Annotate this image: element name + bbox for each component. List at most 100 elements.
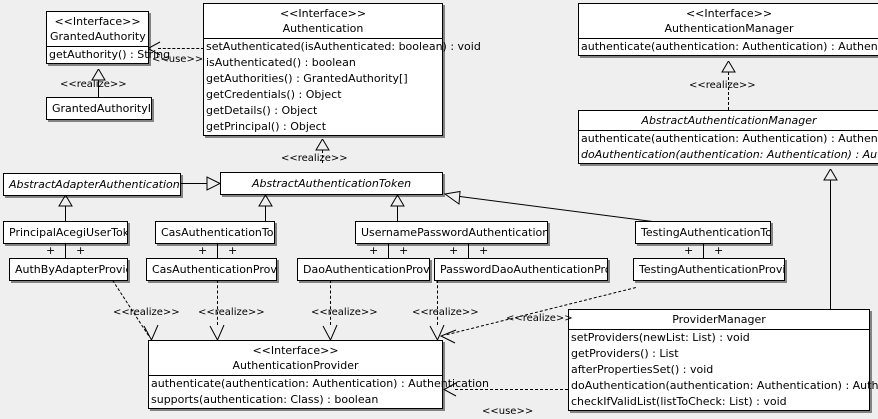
class-granted-authority-impl-name: GrantedAuthorityImpl [52,102,151,115]
operation: doAuthentication(authentication: Authent… [571,379,878,392]
class-authentication-manager-stereotype: <<Interface>> [685,7,773,20]
class-granted-authority-stereotype: <<Interface>> [54,15,141,28]
class-principal-acegi-user-token[interactable]: PrincipalAcegiUserToken [3,221,128,244]
class-username-password-authentication-token-name: UsernamePasswordAuthenticationToken [361,226,547,239]
class-abstract-authentication-manager-name: AbstractAuthenticationManager [641,114,817,127]
assoc-plus-left-1: + [46,244,56,257]
assoc-usernametoken-daoprovider [388,241,389,258]
edge-label-realize-daoprovider: <<realize>> [311,307,378,318]
class-abstract-authentication-token[interactable]: AbstractAuthenticationToken [220,172,443,195]
edge-casprovider-realize-line [217,280,218,325]
edge-label-realize-casprovider: <<realize>> [198,307,265,318]
class-authentication-provider-stereotype: <<Interface>> [252,344,339,357]
class-granted-authority-impl-header: GrantedAuthorityImpl [47,98,151,119]
class-abstract-authentication-manager-separator [579,130,878,131]
operation: afterPropertiesSet() : void [571,363,714,376]
class-testing-authentication-token-header: TestingAuthenticationToken [636,222,770,243]
class-abstract-authentication-manager[interactable]: AbstractAuthenticationManager authentica… [578,110,878,164]
operation: getAuthorities() : GrantedAuthority[] [206,72,408,85]
class-abstract-authentication-manager-operations: authenticate(authentication: Authenticat… [579,131,878,163]
class-dao-authentication-provider[interactable]: DaoAuthenticationProvider [297,258,430,281]
operation: getProviders() : List [571,347,679,360]
class-authentication-stereotype: <<Interface>> [279,7,367,20]
class-principal-acegi-user-token-header: PrincipalAcegiUserToken [4,222,127,243]
assoc-plus-right-5: + [714,244,724,257]
operation: supports(authentication: Class) : boolea… [151,393,379,406]
class-granted-authority-impl[interactable]: GrantedAuthorityImpl [46,97,152,120]
class-authentication-manager-separator [579,38,878,39]
generalize-triangle-principaltoken [58,195,73,207]
edge-label-realize-authentication: <<realize>> [281,153,348,164]
class-cas-authentication-provider-header: CasAuthenticationProvider [147,259,276,280]
realize-triangle-grantedauthority [91,69,106,81]
operation: checkIfValidList(listToCheck: List) : vo… [571,395,787,408]
assoc-plus-left-2: + [198,244,208,257]
class-cas-authentication-token-name: CasAuthenticationToken [161,226,274,239]
edge-label-use-authenticationprovider: <<use>> [482,406,534,417]
edge-label-realize-authbyadapter: <<realize>> [113,307,180,318]
class-username-password-authentication-token[interactable]: UsernamePasswordAuthenticationToken [355,221,548,244]
class-authentication-provider-header: <<Interface>> AuthenticationProvider [149,341,442,375]
class-granted-authority-separator [47,46,148,47]
operation: setAuthenticated(isAuthenticated: boolea… [206,40,481,53]
class-granted-authority[interactable]: <<Interface>> GrantedAuthority getAuthor… [46,11,171,64]
class-cas-authentication-provider[interactable]: CasAuthenticationProvider [146,258,277,281]
class-authentication[interactable]: <<Interface>> Authentication setAuthenti… [203,3,481,136]
assoc-plus-left-5: + [684,244,694,257]
class-testing-authentication-provider[interactable]: TestingAuthenticationProvider [633,258,785,281]
edge-label-realize-authenticationmanager: <<realize>> [689,80,756,91]
assoc-plus-right-1: + [76,244,86,257]
class-provider-manager-name: ProviderManager [672,313,766,326]
class-granted-authority-operations: getAuthority() : String [47,47,171,63]
generalize-triangle-castoken [258,195,273,207]
realize-triangle-authenticationmanager [721,61,736,73]
class-password-dao-authentication-provider-name: PasswordDaoAuthenticationProvider [440,263,607,276]
edge-label-realize-passworddaoprovider: <<realize>> [412,307,479,318]
class-authentication-provider-operations: authenticate(authentication: Authenticat… [149,376,489,408]
assoc-castoken-casprovider [217,241,218,258]
class-testing-authentication-token[interactable]: TestingAuthenticationToken [635,221,771,244]
class-password-dao-authentication-provider[interactable]: PasswordDaoAuthenticationProvider [434,258,608,281]
edge-grantedauthorityimpl-realize-line [98,79,99,97]
generalize-triangle-usernametoken [390,195,405,207]
class-authentication-name: Authentication [282,22,364,35]
class-auth-by-adapter-provider[interactable]: AuthByAdapterProvider [9,258,128,281]
class-authentication-provider[interactable]: <<Interface>> AuthenticationProvider aut… [148,340,489,409]
edge-label-use-grantedauthority: <<use>> [152,54,204,65]
generalize-triangle-adaptertoken [206,176,221,191]
assoc-plus-right-3: + [399,244,409,257]
operation: authenticate(authentication: Authenticat… [581,40,878,53]
class-abstract-adapter-authentication-token[interactable]: AbstractAdapterAuthenticationToken [3,173,181,196]
edge-label-realize-grantedauthority: <<realize>> [60,79,127,90]
edge-authentication-use-grantedauthority [158,48,204,49]
class-cas-authentication-provider-name: CasAuthenticationProvider [152,263,276,276]
edge-testingtoken-generalize-line [459,196,661,224]
use-arrowhead-authenticationprovider [443,382,457,397]
generalize-triangle-providermanager [823,169,838,181]
edge-adaptertoken-generalize-line [181,183,207,184]
class-testing-authentication-provider-name: TestingAuthenticationProvider [639,263,784,276]
assoc-principaltoken-authbyadapter [65,241,66,258]
operation: doAuthentication(authentication: Authent… [581,148,878,161]
class-dao-authentication-provider-name: DaoAuthenticationProvider [303,263,429,276]
class-principal-acegi-user-token-name: PrincipalAcegiUserToken [9,226,127,239]
class-authentication-manager[interactable]: <<Interface>> AuthenticationManager auth… [578,3,878,56]
class-password-dao-authentication-provider-header: PasswordDaoAuthenticationProvider [435,259,607,280]
edge-providermanager-use-line [455,389,568,390]
operation: getAuthority() : String [49,48,171,61]
edge-daoprovider-realize-line [330,280,331,325]
edge-label-realize-testingprovider: <<realize>> [506,313,573,324]
class-username-password-authentication-token-header: UsernamePasswordAuthenticationToken [356,222,547,243]
class-authentication-header: <<Interface>> Authentication [204,4,442,38]
class-authentication-operations: setAuthenticated(isAuthenticated: boolea… [204,39,481,135]
edge-castoken-generalize-line [265,206,266,221]
class-provider-manager[interactable]: ProviderManager setProviders(newList: Li… [568,309,878,411]
class-testing-authentication-provider-header: TestingAuthenticationProvider [634,259,784,280]
class-cas-authentication-token[interactable]: CasAuthenticationToken [155,221,275,244]
assoc-plus-right-4: + [479,244,489,257]
assoc-testingtoken-testingprovider [703,241,704,258]
class-provider-manager-separator [569,329,869,330]
class-authentication-manager-name: AuthenticationManager [664,22,794,35]
class-cas-authentication-token-header: CasAuthenticationToken [156,222,274,243]
